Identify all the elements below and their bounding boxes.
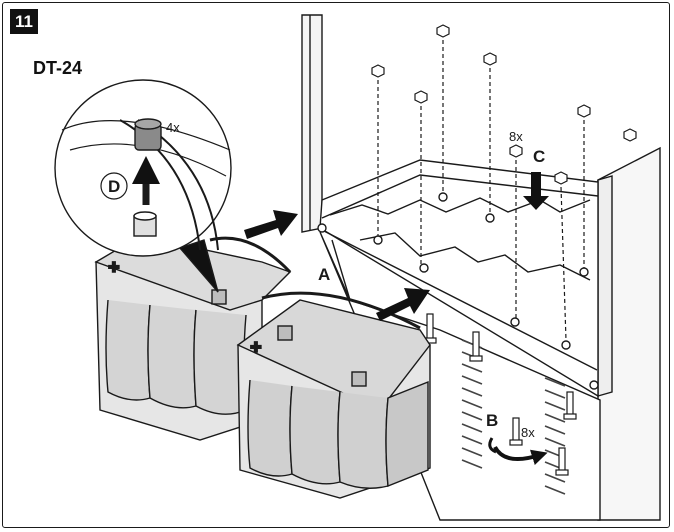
down-arrow-c bbox=[523, 172, 549, 210]
terminal-post bbox=[133, 211, 157, 237]
nut bbox=[414, 90, 428, 264]
bolt bbox=[469, 331, 483, 362]
bolts-group bbox=[423, 313, 577, 476]
model-label: DT-24 bbox=[33, 58, 83, 78]
callout-d: D bbox=[108, 177, 120, 196]
cabinet bbox=[301, 14, 661, 521]
svg-text:✚: ✚ bbox=[108, 259, 120, 275]
nut bbox=[623, 128, 637, 142]
nuts-group bbox=[371, 24, 637, 341]
rotate-arrow-icon bbox=[493, 445, 548, 466]
battery-right: ✚ bbox=[236, 291, 431, 499]
qty-bolts: 8x bbox=[521, 425, 535, 440]
qty-nuts: 8x bbox=[509, 129, 523, 144]
callout-b: B bbox=[486, 411, 498, 430]
nut bbox=[509, 144, 523, 318]
step-number-badge: 11 bbox=[10, 9, 38, 34]
nut bbox=[554, 171, 568, 341]
nut bbox=[371, 64, 385, 236]
terminal-cap bbox=[134, 118, 162, 151]
callout-a: A bbox=[318, 265, 330, 284]
bolt bbox=[509, 417, 523, 446]
detail-zoom bbox=[54, 79, 232, 293]
nut bbox=[577, 104, 591, 268]
nut bbox=[436, 24, 450, 193]
motion-arrows bbox=[244, 172, 549, 321]
insert-arrow-upper bbox=[244, 210, 298, 239]
nut bbox=[483, 52, 497, 214]
bolt bbox=[555, 447, 569, 476]
insert-arrow-lower bbox=[376, 288, 430, 321]
callout-c: C bbox=[533, 147, 545, 166]
qty-caps: 4x bbox=[166, 120, 180, 135]
svg-text:✚: ✚ bbox=[250, 339, 262, 355]
bolt bbox=[563, 391, 577, 420]
